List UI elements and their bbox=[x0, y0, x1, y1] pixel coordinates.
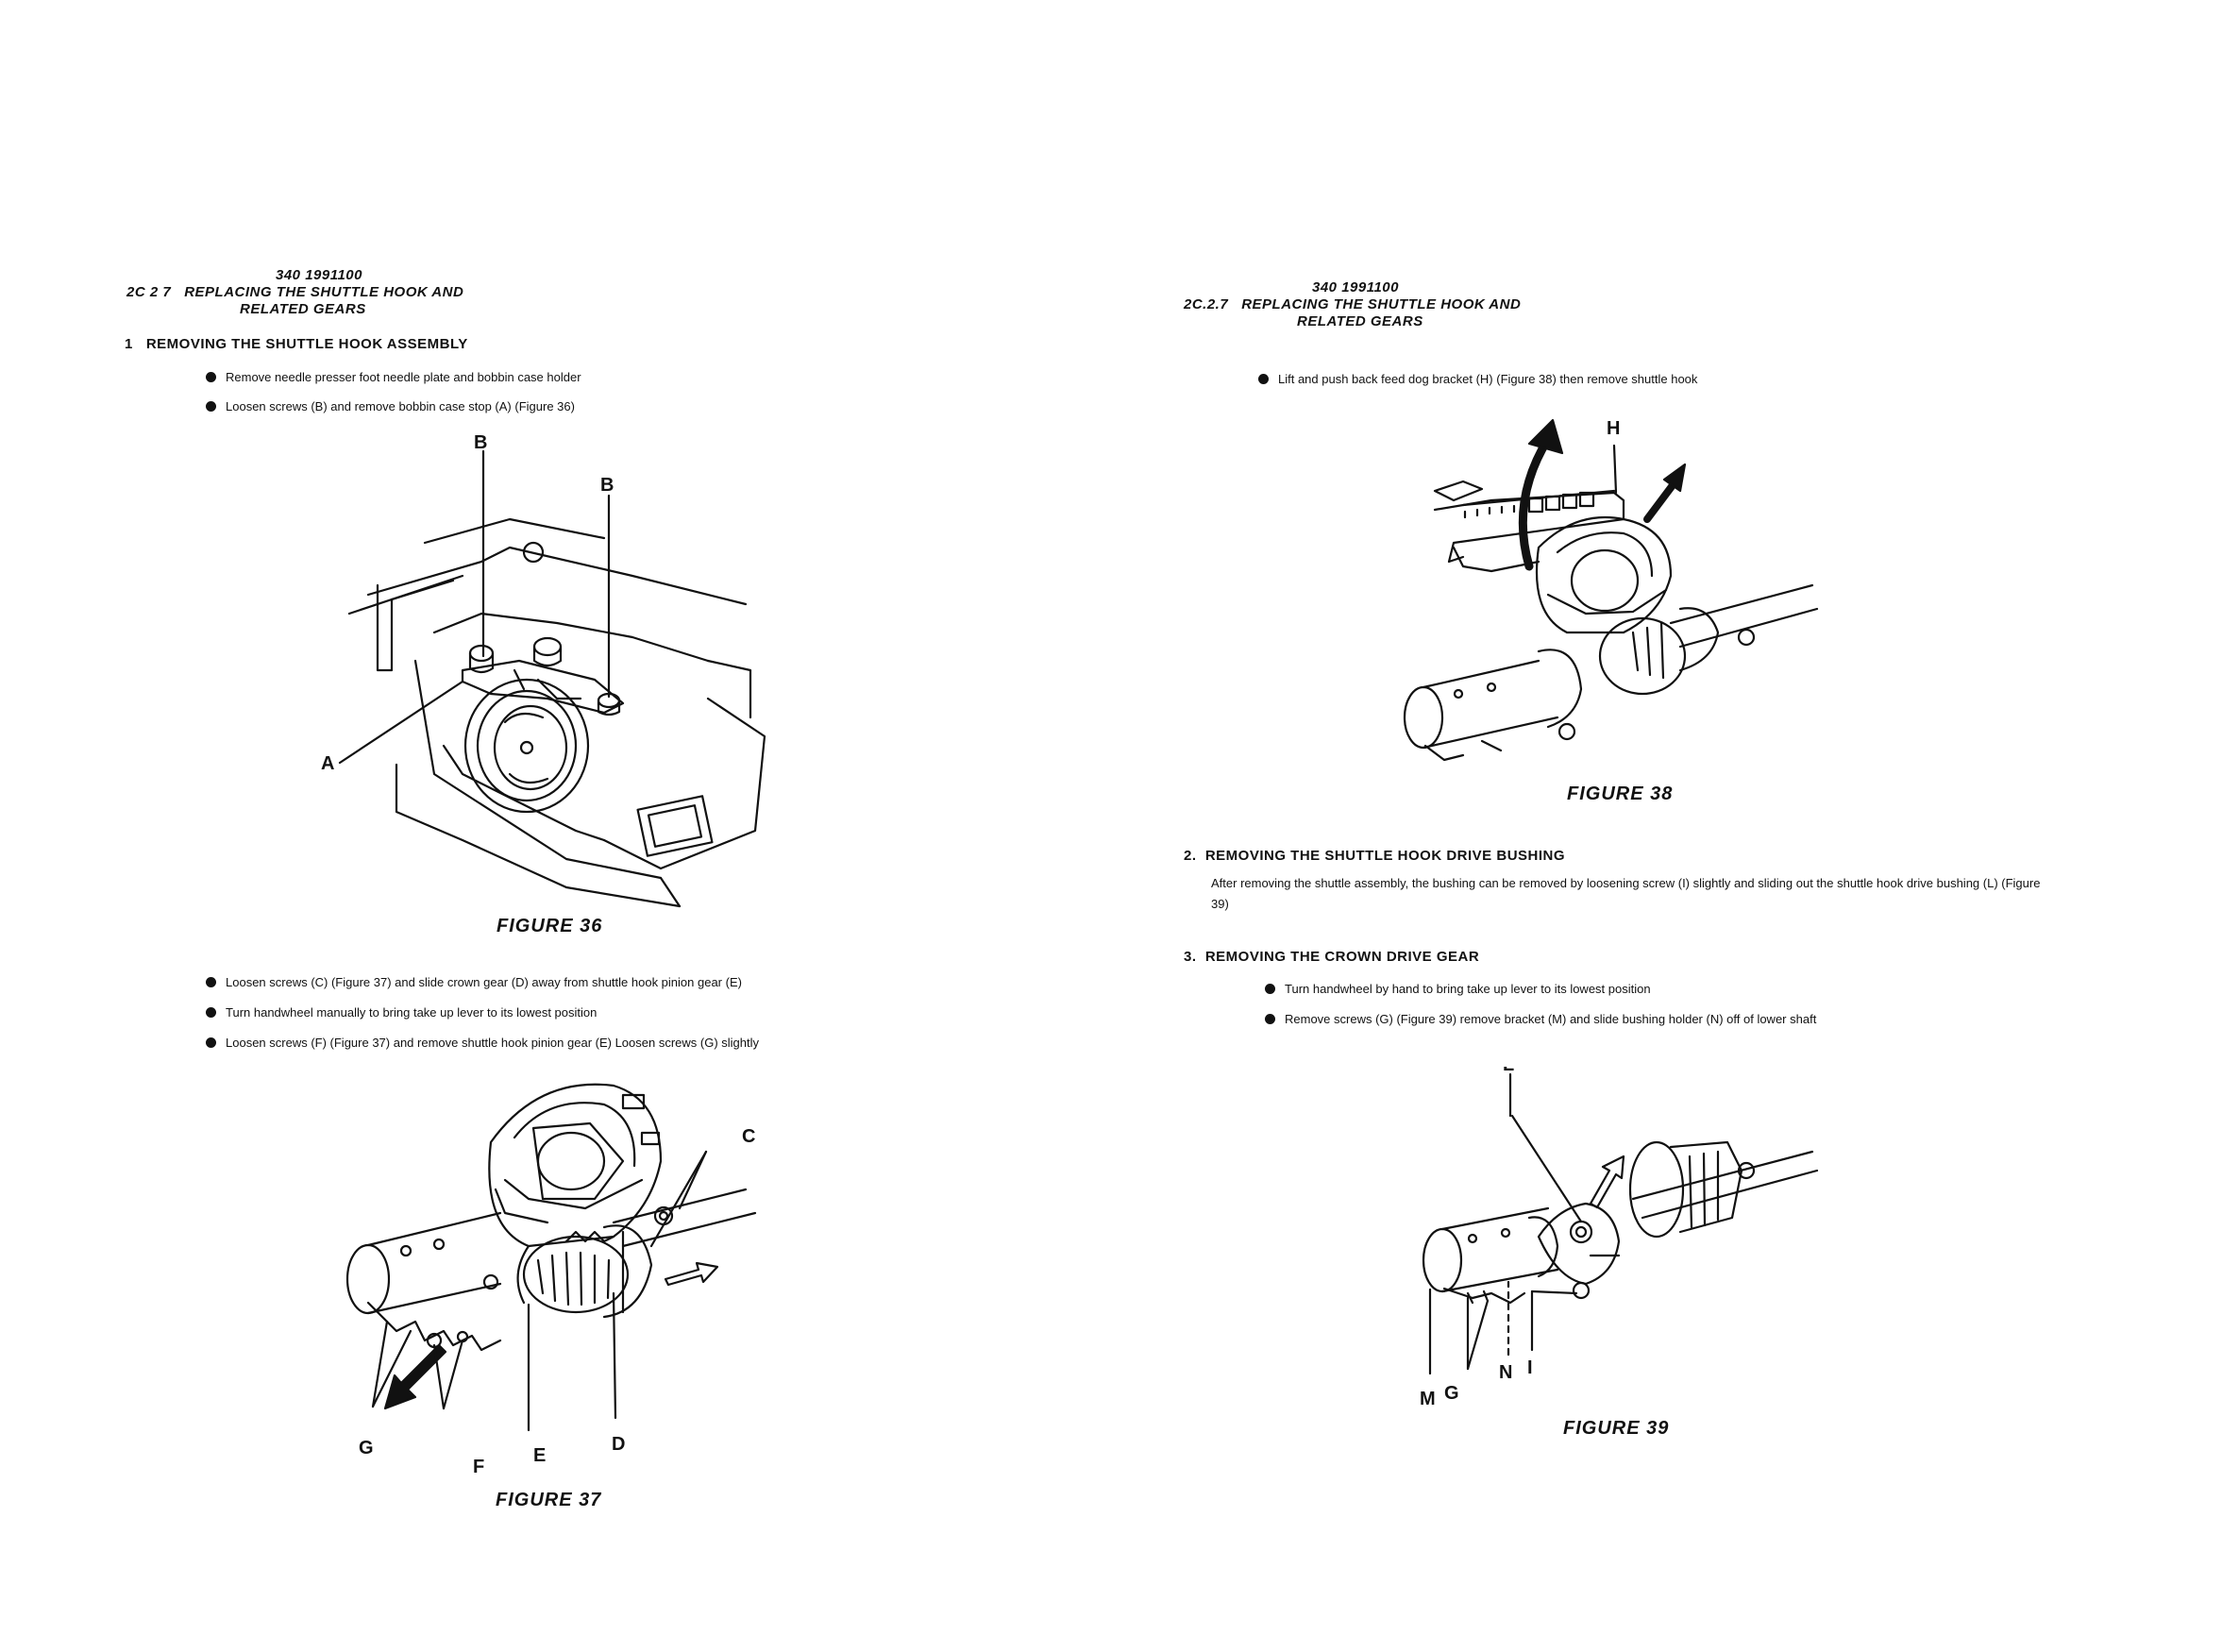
right-step3-heading: 3. REMOVING THE CROWN DRIVE GEAR bbox=[1184, 949, 1480, 965]
figure-38-label-h: H bbox=[1607, 418, 1620, 439]
right-section-title-line1: 2C.2.7 REPLACING THE SHUTTLE HOOK AND bbox=[1184, 296, 1522, 312]
left-doc-number: 340 1991100 bbox=[276, 267, 362, 283]
left-section-title-line2: RELATED GEARS bbox=[240, 301, 366, 317]
left-bullet-a2: Loosen screws (B) and remove bobbin case… bbox=[206, 399, 575, 413]
figure-39-illustration: L M G N I bbox=[1416, 1067, 1831, 1416]
bullet-text: Turn handwheel manually to bring take up… bbox=[226, 1005, 598, 1020]
bullet-icon bbox=[206, 977, 216, 987]
bullet-icon bbox=[1265, 1014, 1275, 1024]
bullet-icon bbox=[206, 1007, 216, 1018]
figure-36-illustration: B B A bbox=[321, 434, 774, 925]
bullet-text: Remove screws (G) (Figure 39) remove bra… bbox=[1285, 1012, 1817, 1026]
left-section-title-line1: 2C 2 7 REPLACING THE SHUTTLE HOOK AND bbox=[126, 284, 464, 300]
bullet-text: Loosen screws (F) (Figure 37) and remove… bbox=[226, 1036, 760, 1050]
figure-37-label-g: G bbox=[359, 1438, 374, 1458]
left-bullet-a1: Remove needle presser foot needle plate … bbox=[206, 370, 581, 384]
figure-37-label-c: C bbox=[742, 1126, 755, 1147]
figure-37-label-d: D bbox=[612, 1434, 625, 1455]
right-bullet-c2: Remove screws (G) (Figure 39) remove bra… bbox=[1265, 1012, 1816, 1026]
right-step2-heading: 2. REMOVING THE SHUTTLE HOOK DRIVE BUSHI… bbox=[1184, 848, 1566, 864]
figure-36-label-a: A bbox=[321, 753, 334, 774]
figure-39-label-g: G bbox=[1444, 1383, 1459, 1404]
figure-37-label-e: E bbox=[533, 1445, 546, 1466]
figure-36-label-b-left: B bbox=[474, 434, 487, 453]
bullet-icon bbox=[206, 401, 216, 412]
right-bullet-c1: Turn handwheel by hand to bring take up … bbox=[1265, 982, 1651, 996]
bullet-icon bbox=[206, 1037, 216, 1048]
figure-37-label-f: F bbox=[473, 1457, 484, 1473]
figure-39-label-l: L bbox=[1503, 1067, 1514, 1075]
bullet-icon bbox=[1265, 984, 1275, 994]
left-bullet-b2: Turn handwheel manually to bring take up… bbox=[206, 1005, 597, 1020]
right-bullet-top: Lift and push back feed dog bracket (H) … bbox=[1258, 372, 1697, 386]
left-bullet-b3: Loosen screws (F) (Figure 37) and remove… bbox=[206, 1036, 759, 1050]
figure-39-label-i: I bbox=[1527, 1357, 1533, 1378]
figure-37-caption: FIGURE 37 bbox=[496, 1490, 602, 1510]
right-doc-number: 340 1991100 bbox=[1312, 279, 1399, 295]
bullet-text: Loosen screws (C) (Figure 37) and slide … bbox=[226, 975, 742, 989]
figure-39-caption: FIGURE 39 bbox=[1563, 1418, 1670, 1439]
bullet-text: Lift and push back feed dog bracket (H) … bbox=[1278, 372, 1698, 386]
figure-39-label-m: M bbox=[1420, 1389, 1436, 1409]
figure-37-illustration: C G F E D bbox=[340, 1057, 793, 1473]
right-step2-paragraph: After removing the shuttle assembly, the… bbox=[1211, 876, 2041, 911]
figure-38-caption: FIGURE 38 bbox=[1567, 784, 1674, 804]
bullet-text: Turn handwheel by hand to bring take up … bbox=[1285, 982, 1651, 996]
figure-38-illustration: H bbox=[1397, 406, 1831, 774]
bullet-text: Remove needle presser foot needle plate … bbox=[226, 370, 581, 384]
bullet-icon bbox=[1258, 374, 1269, 384]
left-bullet-b1: Loosen screws (C) (Figure 37) and slide … bbox=[206, 975, 742, 989]
bullet-icon bbox=[206, 372, 216, 382]
bullet-text: Loosen screws (B) and remove bobbin case… bbox=[226, 399, 575, 413]
figure-36-label-b-right: B bbox=[600, 475, 614, 496]
figure-36-caption: FIGURE 36 bbox=[497, 916, 603, 936]
right-section-title-line2: RELATED GEARS bbox=[1297, 313, 1423, 329]
left-step1-heading: 1 REMOVING THE SHUTTLE HOOK ASSEMBLY bbox=[125, 336, 468, 352]
figure-39-label-n: N bbox=[1499, 1362, 1512, 1383]
